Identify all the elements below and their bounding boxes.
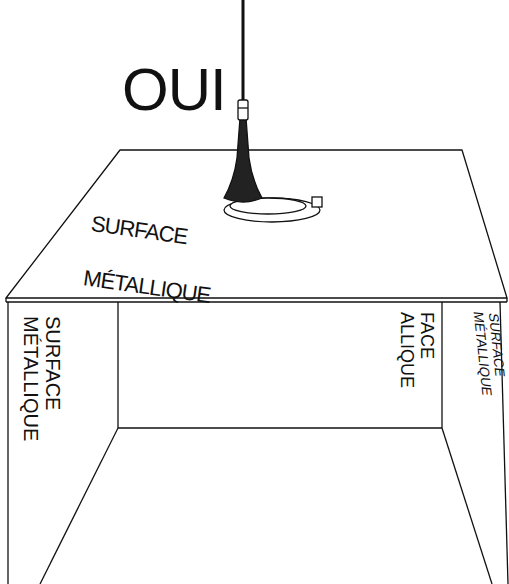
surface-label: SURFACE MÉTALLIQUE (80, 196, 264, 329)
left-outer-edge (7, 302, 8, 584)
left-inner-edge (117, 302, 118, 428)
floor-right-edge (442, 428, 492, 584)
right-inner-edge (441, 302, 442, 428)
front-edge (6, 301, 507, 302)
back-wall-bottom (118, 427, 442, 428)
top-face (6, 150, 507, 298)
antenna (224, 0, 322, 222)
surface-label: SURFACE MÉTALLIQUE (470, 311, 509, 424)
verdict-label: OUI (122, 60, 322, 120)
surface-label: SURFACE MÉTALLIQUE (20, 316, 64, 446)
surface-label: FACE ALLIQUE (396, 312, 436, 412)
floor-left-edge (40, 428, 118, 584)
